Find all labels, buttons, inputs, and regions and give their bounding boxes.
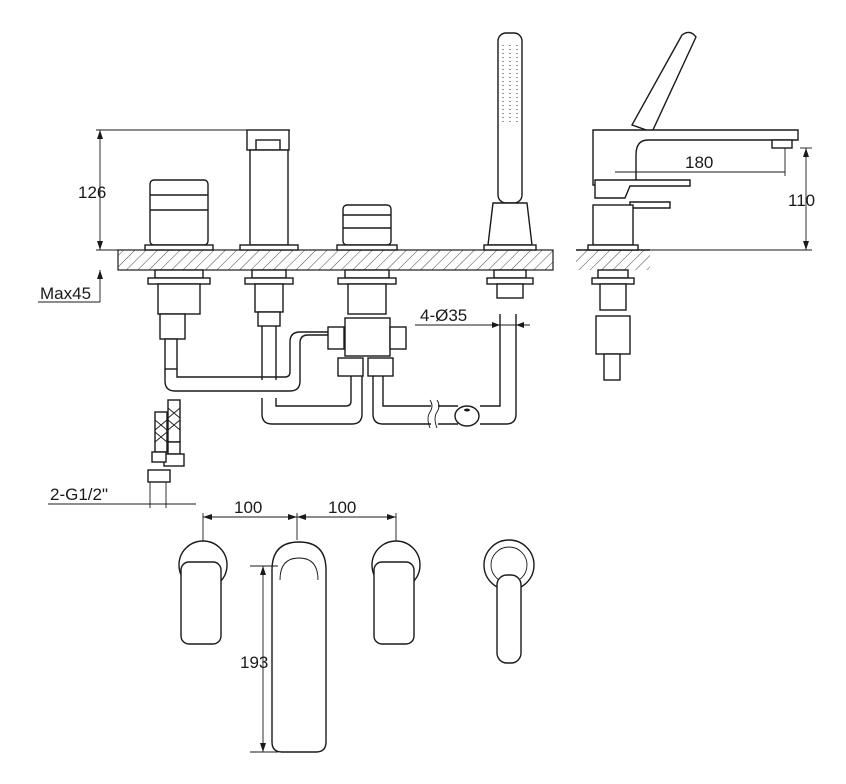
dimension-label-100-left: 100 xyxy=(234,498,262,517)
dimension-label-100-right: 100 xyxy=(328,498,356,517)
dimension-label-max45: Max45 xyxy=(40,284,91,303)
top-handle-left xyxy=(178,540,228,645)
dimension-110: 110 xyxy=(650,147,815,251)
faucet-side-view xyxy=(587,31,799,381)
dimension-label-180: 180 xyxy=(685,153,713,172)
dimension-label-193: 193 xyxy=(240,653,268,672)
mixer-handle-left xyxy=(144,179,214,370)
dimension-180: 180 xyxy=(615,148,786,176)
dimension-hole: 4-Ø35 xyxy=(415,306,530,328)
dimension-label-110: 110 xyxy=(788,191,815,210)
connecting-hoses xyxy=(164,314,517,429)
dimension-label-126: 126 xyxy=(78,183,106,202)
top-shower-holder xyxy=(483,539,535,664)
top-handle-right xyxy=(371,540,421,645)
diverter-valve xyxy=(327,317,407,377)
dimension-max45: Max45 xyxy=(38,270,103,303)
dimension-label-inlet: 2-G1/2" xyxy=(50,485,108,504)
hand-shower-front xyxy=(483,32,537,299)
dimension-193: 193 xyxy=(240,565,278,753)
dimension-spacing: 100 100 xyxy=(202,498,397,555)
supply-hoses xyxy=(147,399,185,483)
top-view xyxy=(178,539,535,753)
countertop-section xyxy=(117,249,650,271)
spout-front xyxy=(239,129,299,380)
mixer-handle-right xyxy=(336,204,398,315)
top-spout xyxy=(271,541,327,753)
dimension-inlet: 2-G1/2" xyxy=(48,482,196,508)
dimension-label-hole: 4-Ø35 xyxy=(420,306,467,325)
